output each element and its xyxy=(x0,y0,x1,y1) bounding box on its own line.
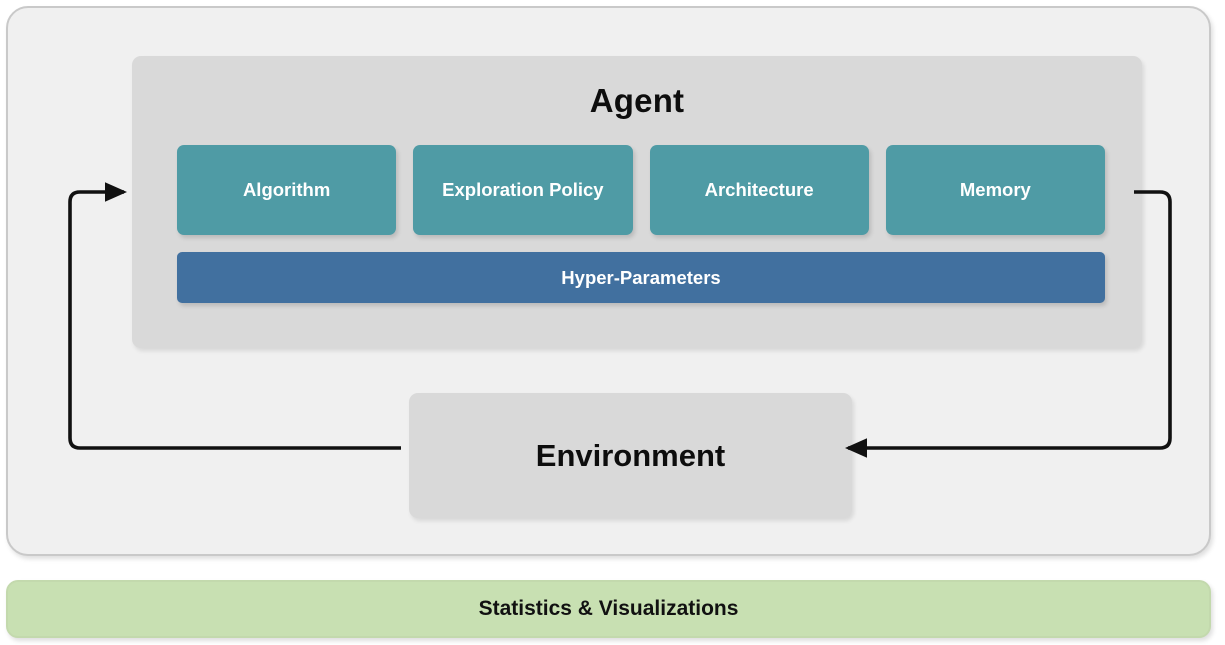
hyper-parameters-bar[interactable]: Hyper-Parameters xyxy=(177,252,1105,303)
agent-component-architecture[interactable]: Architecture xyxy=(649,145,869,235)
environment-box[interactable]: Environment xyxy=(409,393,852,518)
agent-component-row: Algorithm Exploration Policy Architectur… xyxy=(177,145,1105,235)
agent-component-algorithm[interactable]: Algorithm xyxy=(177,145,397,235)
system-frame: Agent Algorithm Exploration Policy Archi… xyxy=(6,6,1211,556)
agent-panel[interactable]: Agent Algorithm Exploration Policy Archi… xyxy=(132,56,1142,348)
statistics-visualizations-bar[interactable]: Statistics & Visualizations xyxy=(6,580,1211,638)
agent-component-memory[interactable]: Memory xyxy=(885,145,1105,235)
agent-component-exploration-policy[interactable]: Exploration Policy xyxy=(413,145,633,235)
agent-title: Agent xyxy=(589,82,685,119)
